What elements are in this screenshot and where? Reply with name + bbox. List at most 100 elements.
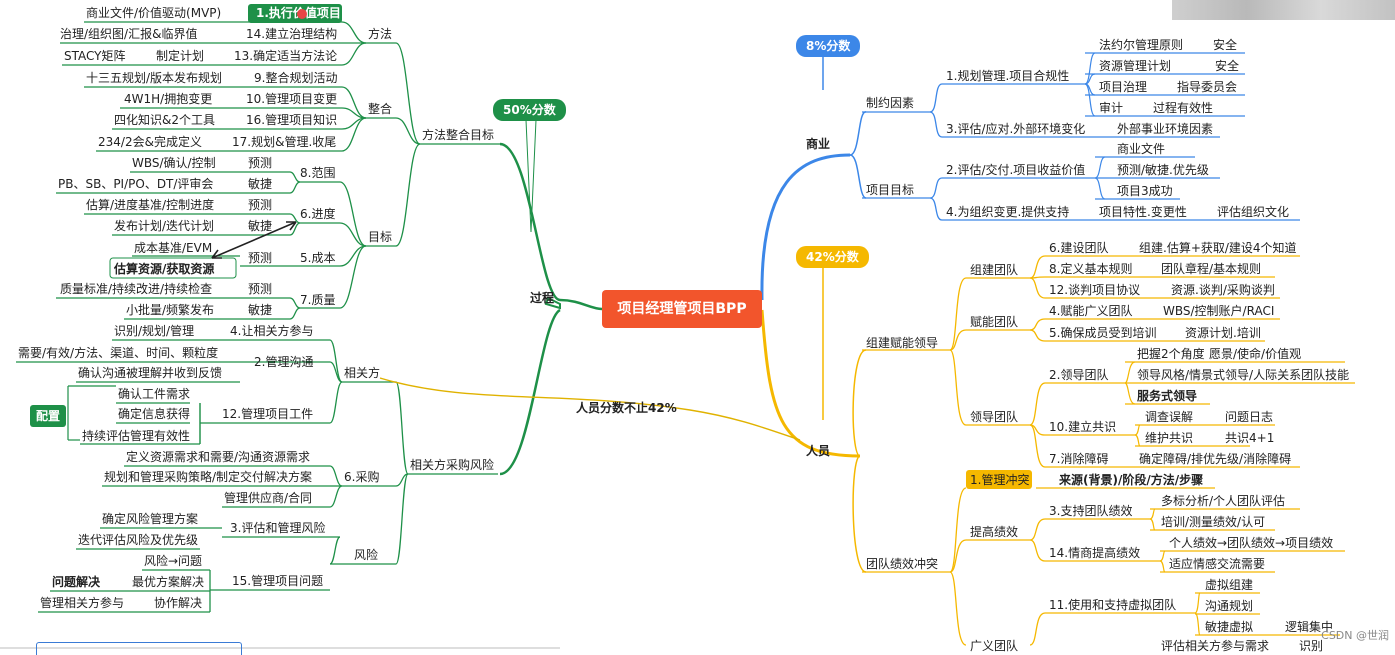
node-process-r3[interactable]: 3.评估和管理风险 [230, 521, 326, 535]
node-branches-cross[interactable]: 人员分数不止42% [576, 401, 677, 415]
node-people-c_cut2[interactable]: 识别 [1299, 639, 1324, 653]
node-people-p7[interactable]: 7.消除障碍 [1049, 452, 1109, 466]
node-people-c1a[interactable]: 来源(背景)/阶段/方法/步骤 [1059, 473, 1204, 487]
node-process-g8[interactable]: 8.范围 [300, 166, 336, 180]
node-people-c11b[interactable]: 沟通规划 [1205, 599, 1254, 613]
node-process-g5[interactable]: 5.成本 [300, 251, 336, 265]
node-process-g6d[interactable]: 敏捷 [248, 219, 273, 233]
node-people-p12a[interactable]: 资源.谈判/采购谈判 [1171, 283, 1275, 297]
node-people-p12[interactable]: 12.谈判项目协议 [1049, 283, 1141, 297]
node-people-build[interactable]: 组建团队 [970, 263, 1019, 277]
node-people-c14b[interactable]: 适应情感交流需要 [1169, 557, 1266, 571]
node-people-c14a[interactable]: 个人绩效→团队绩效→项目绩效 [1169, 536, 1334, 550]
node-people-c_cut1[interactable]: 评估相关方参与需求 [1161, 639, 1270, 653]
node-business-b1b[interactable]: 安全 [1213, 38, 1238, 52]
node-process-s12[interactable]: 12.管理项目工件 [222, 407, 314, 421]
node-business-b2[interactable]: 2.评估/交付.项目收益价值 [946, 163, 1086, 177]
node-process-p3[interactable]: 管理供应商/合同 [224, 491, 313, 505]
node-process-g8d[interactable]: 敏捷 [248, 177, 273, 191]
node-business-b1d[interactable]: 安全 [1215, 59, 1240, 73]
node-business-b3a[interactable]: 外部事业环境因素 [1117, 122, 1214, 136]
node-process-s12a[interactable]: 确认工件需求 [118, 387, 191, 401]
node-process-r15d[interactable]: 管理相关方参与 [40, 596, 125, 610]
node-process-r15b[interactable]: 问题解决 [52, 575, 101, 589]
node-process-g7b[interactable]: 预测 [248, 282, 273, 296]
node-process-s2[interactable]: 2.管理沟通 [254, 355, 314, 369]
node-process-goal[interactable]: 目标 [368, 230, 393, 244]
node-business-b4a[interactable]: 项目特性.变更性 [1099, 205, 1187, 219]
node-process-m13[interactable]: 13.确定适当方法论 [234, 49, 338, 63]
node-process-m14a[interactable]: 治理/组织图/汇报&临界值 [60, 27, 198, 41]
node-process-r15c[interactable]: 最优方案解决 [132, 575, 205, 589]
node-process-i10[interactable]: 10.管理项目变更 [246, 92, 338, 106]
node-people-p6[interactable]: 6.建设团队 [1049, 241, 1109, 255]
node-process-g8c[interactable]: PB、SB、PI/PO、DT/评审会 [58, 177, 214, 191]
node-process-g5a[interactable]: 成本基准/EVM [134, 241, 213, 255]
node-business-b2a[interactable]: 商业文件 [1117, 142, 1166, 156]
node-business-b4[interactable]: 4.为组织变更.提供支持 [946, 205, 1070, 219]
node-process-s4a[interactable]: 识别/规划/管理 [114, 324, 195, 338]
node-people-p10[interactable]: 10.建立共识 [1049, 420, 1117, 434]
node-process-r3a[interactable]: 确定风险管理方案 [102, 512, 199, 526]
node-people-leadteam[interactable]: 领导团队 [970, 410, 1019, 424]
node-people-c3[interactable]: 3.支持团队绩效 [1049, 504, 1133, 518]
node-business-b3[interactable]: 3.评估/应对.外部环境变化 [946, 122, 1086, 136]
node-process-p1[interactable]: 定义资源需求和需要/沟通资源需求 [126, 450, 311, 464]
node-people-virtual[interactable]: 广义团队 [970, 639, 1019, 653]
node-process-g6c[interactable]: 发布计划/迭代计划 [114, 219, 215, 233]
node-people-p5[interactable]: 5.确保成员受到培训 [1049, 326, 1157, 340]
center-topic[interactable]: 项目经理管项目BPP [602, 290, 762, 328]
node-people-c14[interactable]: 14.情商提高绩效 [1049, 546, 1141, 560]
node-people-improve[interactable]: 提高绩效 [970, 525, 1019, 539]
node-business-b1e[interactable]: 项目治理 [1099, 80, 1148, 94]
node-business-b1h[interactable]: 过程有效性 [1153, 101, 1214, 115]
node-process-g6a[interactable]: 估算/进度基准/控制进度 [86, 198, 215, 212]
node-people-c1[interactable]: 1.管理冲突 [970, 473, 1030, 487]
node-process-i17[interactable]: 17.规划&管理.收尾 [232, 135, 337, 149]
node-business-b1g[interactable]: 审计 [1099, 101, 1124, 115]
node-people-lead[interactable]: 组建赋能领导 [866, 336, 939, 350]
node-process-g5c[interactable]: 预测 [248, 251, 273, 265]
node-people-p10c[interactable]: 维护共识 [1145, 431, 1194, 445]
node-people-perf[interactable]: 团队绩效冲突 [866, 557, 939, 571]
node-process-stake_proc_risk[interactable]: 相关方采购风险 [410, 458, 495, 472]
node-process-i16[interactable]: 16.管理项目知识 [246, 113, 338, 127]
node-people-c11[interactable]: 11.使用和支持虚拟团队 [1049, 598, 1177, 612]
node-people-c11a[interactable]: 虚拟组建 [1205, 578, 1254, 592]
node-business-b1f[interactable]: 指导委员会 [1177, 80, 1238, 94]
node-process-m14[interactable]: 14.建立治理结构 [246, 27, 338, 41]
node-process-g7c[interactable]: 小批量/频繁发布 [126, 303, 215, 317]
node-process-g7a[interactable]: 质量标准/持续改进/持续检查 [60, 282, 213, 296]
node-process-s4[interactable]: 4.让相关方参与 [230, 324, 314, 338]
node-process-g8b[interactable]: 预测 [248, 156, 273, 170]
node-process-s12b[interactable]: 确定信息获得 [118, 407, 191, 421]
node-people-c3a[interactable]: 多标分析/个人团队评估 [1161, 494, 1286, 508]
node-process-m13b[interactable]: 制定计划 [156, 49, 205, 63]
node-process-g8a[interactable]: WBS/确认/控制 [132, 156, 216, 170]
node-process-r15e[interactable]: 协作解决 [154, 596, 203, 610]
node-process-g5b[interactable]: 估算资源/获取资源 [114, 262, 215, 276]
node-people-empower[interactable]: 赋能团队 [970, 315, 1019, 329]
node-people-p2[interactable]: 2.领导团队 [1049, 368, 1109, 382]
node-branches-process[interactable]: 过程 [530, 291, 555, 305]
node-people-p2c[interactable]: 领导风格/情景式领导/人际关系团队技能 [1137, 368, 1350, 382]
node-people-p6a[interactable]: 组建.估算+获取/建设4个知道 [1139, 241, 1297, 255]
node-people-p4[interactable]: 4.赋能广义团队 [1049, 304, 1133, 318]
node-people-c3b[interactable]: 培训/测量绩效/认可 [1161, 515, 1266, 529]
node-process-m1a[interactable]: 商业文件/价值驱动(MVP) [86, 6, 222, 20]
node-process-i9[interactable]: 9.整合规划活动 [254, 71, 338, 85]
node-process-i10a[interactable]: 4W1H/拥抱变更 [124, 92, 213, 106]
node-process-stakeholder[interactable]: 相关方 [344, 366, 381, 380]
node-process-s12c[interactable]: 持续评估管理有效性 [82, 429, 191, 443]
node-business-b1c[interactable]: 资源管理计划 [1099, 59, 1172, 73]
node-people-p10b[interactable]: 问题日志 [1225, 410, 1274, 424]
node-process-r15a[interactable]: 风险→问题 [144, 554, 203, 568]
node-process-risk[interactable]: 风险 [354, 548, 379, 562]
node-people-p2a[interactable]: 把握2个角度 [1137, 347, 1205, 361]
node-process-s2a[interactable]: 需要/有效/方法、渠道、时间、颗粒度 [18, 346, 219, 360]
node-process-s2b[interactable]: 确认沟通被理解并收到反馈 [78, 366, 223, 380]
node-business-b2b[interactable]: 预测/敏捷.优先级 [1117, 163, 1209, 177]
node-process-procure[interactable]: 6.采购 [344, 470, 380, 484]
node-process-method[interactable]: 方法 [368, 27, 393, 41]
node-branches-business[interactable]: 商业 [806, 137, 831, 151]
